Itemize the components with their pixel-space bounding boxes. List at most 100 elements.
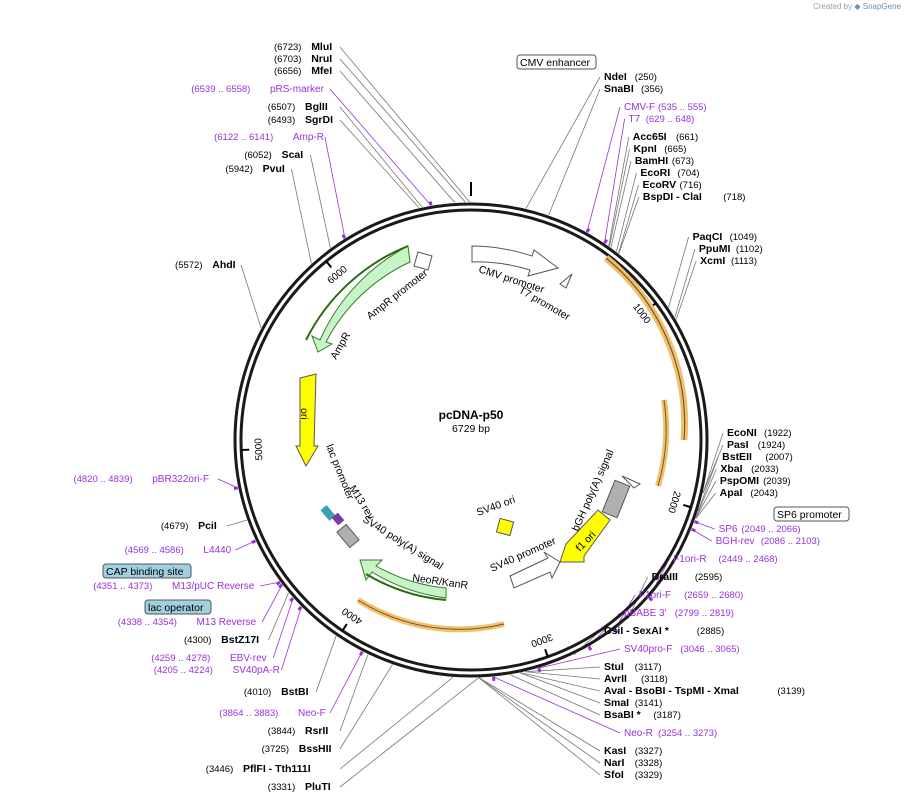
leader-pbr322ori-f [217,478,239,489]
site-pos-smai: (3141) [635,698,662,709]
site-pvui: PvuI [263,163,285,175]
site-csii-sexai: CsiI - SexAI * [604,625,670,637]
site-scai: ScaI [282,149,304,161]
site-bamhi: BamHI [635,155,668,167]
leader-avai-bsobi-tspmi-xmai [520,672,601,692]
site-econi: EcoNI [727,427,757,439]
leader-m13-reverse [261,584,283,623]
site-nari: NarI [604,757,625,769]
plasmid-title: pcDNA-p50 6729 bp [439,408,504,435]
site-sgrdi: SgrDI [305,114,333,126]
leader-bglii [339,106,423,208]
restriction-site-labels: (6723)MluI(6703)NruI(6656)MfeI(6507)BglI… [161,41,805,793]
site-pflfi-tth111i: PflFI - Tth111I [243,763,311,775]
primer-range-ebv-rev: (4259 .. 4278) [151,653,210,664]
leader-ahdi [240,264,262,329]
snapgene-logo-icon: ◆ [854,2,861,11]
site-pos-bsabi: (3187) [653,710,680,721]
feature-t7-promoter-arrow [559,273,573,289]
site-pos-xbai: (2033) [751,464,778,475]
feature-ampr-promoter-arrow [413,251,433,271]
site-pos-pspomi: (2039) [763,476,790,487]
leader-ndei [525,76,601,209]
site-pluti: PluTI [305,781,331,793]
tick-label-4000: 4000 [340,605,365,627]
site-pos-paqci: (1049) [730,232,757,243]
primer-range-pbabe-3: (2799 .. 2819) [675,608,734,619]
site-pos-avrii: (3118) [641,674,668,685]
tick-label-3000: 3000 [529,631,554,649]
primer-range-l4440: (4569 .. 4586) [125,545,184,556]
boxed-cmv-enhancer: CMV enhancer [520,57,591,69]
credit-brand: SnapGene [862,2,901,11]
leader-neo-f [329,651,363,714]
tick-label-6000: 6000 [326,264,351,287]
leader-pflfi-tth111i [339,677,454,770]
tick-2000 [683,503,692,509]
site-pos-ecorv: (716) [680,180,702,191]
site-pos-econi: (1922) [764,428,791,439]
site-xcmi: XcmI [700,255,725,267]
site-pos-bspdi-clai: (718) [723,192,745,203]
leader-apai [695,492,716,519]
leader-ppumi [674,248,696,318]
primer-range-neo-r: (3254 .. 3273) [658,728,717,739]
leader-smai [520,672,601,704]
primer-mark-cmv-f [585,227,591,233]
primer-amp-r: Amp-R [293,132,324,143]
site-ecori: EcoRI [640,167,670,179]
feature-origin-arc-right2 [655,399,670,487]
primer-range-neo-f: (3864 .. 3883) [219,708,278,719]
site-pos-stui: (3117) [635,662,662,673]
leader-nrui [339,58,466,203]
site-pos-bamhi: (673) [672,156,694,167]
feature-cmv-promoter-arrow [471,245,560,277]
primer-range-sp6: (2049 .. 2066) [741,524,800,535]
site-bstz17i: BstZ17I [221,634,259,646]
feature-ori-arrow [295,373,319,468]
primer-range-pbr322ori-f: (4820 .. 4839) [73,474,132,485]
primer-mark-m13-puc-reverse [275,580,281,586]
site-pos-draiii: (2595) [695,572,722,583]
primer-ebv-rev: EBV-rev [230,653,267,664]
site-pos-sgrdi: (6493) [268,115,295,126]
primer-t7: T7 [629,114,641,125]
site-pos-rsrii: (3844) [268,726,295,737]
leader-bsteii [697,456,719,512]
boxed-labels: CMV enhancer SP6 promoter CAP binding si… [102,54,850,615]
primer-range-t7: (629 .. 648) [646,114,695,125]
leader-pasi [702,444,724,494]
leader-sfoi [478,677,601,776]
feature-m13-marker [331,512,345,526]
leader-lines [217,46,724,788]
primer-mark-amp-r [341,233,347,239]
primer-m13-puc-reverse: M13/pUC Reverse [172,581,255,592]
leader-rsrii [339,654,369,732]
primer-sv40pa-r: SV40pA-R [233,665,280,676]
boxed-sp6-promoter: SP6 promoter [777,509,842,521]
site-snabi: SnaBI [604,83,634,95]
site-smai: SmaI [604,697,629,709]
feature-origin-arc-right [603,255,689,441]
leader-scai [309,154,331,249]
primer-labels: (6539 .. 6558)pRS-marker(6122 .. 6141)Am… [73,84,820,739]
feature-sv40pa-grey [336,523,360,549]
site-bspdi-clai: BspDI - ClaI [643,191,702,203]
primer-pbr322ori-f: pBR322ori-F [152,474,209,485]
primer-pbabe-3: pBABE 3' [624,608,667,619]
primer-neo-r: Neo-R [624,728,653,739]
tick-label-5000: 5000 [253,437,265,460]
site-pspomi: PspOMI [720,475,759,487]
plasmid-name: pcDNA-p50 [439,408,504,422]
site-bsabi: BsaBI * [604,709,642,721]
site-pos-sfoi: (3329) [635,770,662,781]
site-stui: StuI [604,661,624,673]
leader-bamhi [610,160,632,248]
primer-mark-m13-reverse [278,583,284,589]
feature-label-ampr: AmpR [328,330,353,362]
leader-nari [478,677,601,764]
site-bstbi: BstBI [281,686,309,698]
leader-sv40pa-r [281,606,302,671]
site-ndei: NdeI [604,71,627,83]
site-pos-mlui: (6723) [274,42,301,53]
